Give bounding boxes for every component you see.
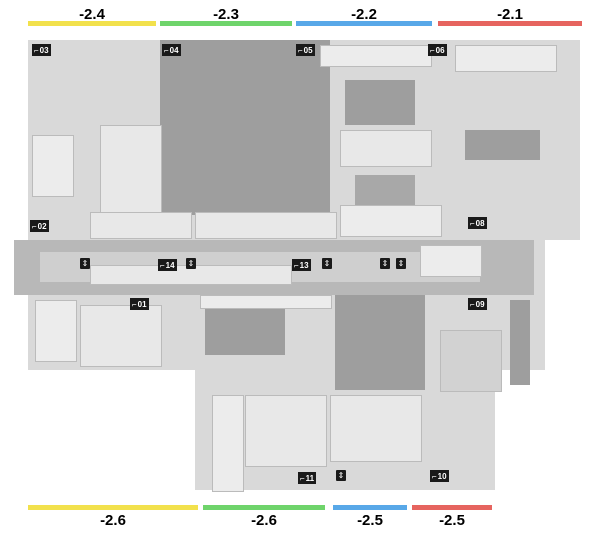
room-block-center-2 (340, 205, 442, 237)
elevator-icon: ⇕ (336, 470, 346, 481)
top-level-label-1: -2.3 (213, 6, 239, 23)
room-block-west-2 (35, 300, 77, 362)
elevator-icon: ⇕ (186, 258, 196, 269)
stairs-icon: ⌐ (430, 45, 435, 55)
top-level-bar-1 (160, 21, 292, 26)
stairs-icon: ⌐ (470, 299, 475, 309)
stairs-icon: ⌐ (132, 299, 137, 309)
elevator-icon: ⇕ (322, 258, 332, 269)
courtyard-center (345, 80, 415, 125)
stairs-label: 14 (165, 260, 175, 270)
top-level-label-2: -2.2 (351, 6, 377, 23)
stairs-02: ⌐02 (30, 220, 49, 232)
stairs-icon: ⌐ (432, 471, 437, 481)
stairs-13: ⌐13 (292, 259, 311, 271)
room-block-west-4 (100, 125, 162, 217)
stairs-05: ⌐05 (296, 44, 315, 56)
stairs-label: 02 (37, 221, 47, 231)
elevator-icon: ⇕ (380, 258, 390, 269)
room-block-west-1 (32, 135, 74, 197)
stairs-label: 03 (39, 45, 49, 55)
stairs-icon: ⌐ (300, 473, 305, 483)
bottom-level-label-3: -2.5 (439, 512, 465, 529)
elevator-icon: ⇕ (396, 258, 406, 269)
stairs-icon: ⌐ (298, 45, 303, 55)
top-level-bar-3 (438, 21, 582, 26)
room-block-south-1 (212, 395, 244, 492)
stairs-11: ⌐11 (298, 472, 317, 484)
stairs-label: 06 (435, 45, 445, 55)
bottom-level-label-1: -2.6 (251, 512, 277, 529)
stairs-01: ⌐01 (130, 298, 149, 310)
room-block-west-3 (80, 305, 162, 367)
stairs-label: 11 (305, 473, 315, 483)
stairs-icon: ⌐ (34, 45, 39, 55)
stairs-label: 09 (475, 299, 485, 309)
top-level-bar-0 (28, 21, 156, 26)
top-level-label-0: -2.4 (79, 6, 105, 23)
room-block-south-strip (200, 295, 332, 309)
room-block-corridor-south (195, 212, 337, 239)
bottom-level-label-2: -2.5 (357, 512, 383, 529)
room-block-corridor-west (90, 212, 192, 239)
stairs-10: ⌐10 (430, 470, 449, 482)
stairs-icon: ⌐ (164, 45, 169, 55)
room-block-south-3 (330, 395, 422, 462)
top-level-bar-2 (296, 21, 432, 26)
stairs-14: ⌐14 (158, 259, 177, 271)
stairs-icon: ⌐ (160, 260, 165, 270)
stairs-06: ⌐06 (428, 44, 447, 56)
stairs-icon: ⌐ (470, 218, 475, 228)
east-column (510, 300, 530, 385)
stairs-label: 10 (437, 471, 447, 481)
room-block-southeast (440, 330, 502, 392)
stairs-08: ⌐08 (468, 217, 487, 229)
bottom-level-label-0: -2.6 (100, 512, 126, 529)
bottom-level-bar-0 (28, 505, 198, 510)
stairs-label: 01 (137, 299, 147, 309)
top-level-label-3: -2.1 (497, 6, 523, 23)
bottom-level-bar-2 (333, 505, 407, 510)
courtyard-south-west (205, 300, 285, 355)
stairs-09: ⌐09 (468, 298, 487, 310)
stairs-icon: ⌐ (32, 221, 37, 231)
stairs-icon: ⌐ (294, 260, 299, 270)
bottom-level-bar-1 (203, 505, 325, 510)
stairs-label: 13 (299, 260, 309, 270)
room-block-north-2 (455, 45, 557, 72)
room-block-north-1 (320, 45, 432, 67)
room-block-center-1 (340, 130, 432, 167)
stairs-label: 08 (475, 218, 485, 228)
courtyard-south-east (335, 295, 425, 390)
stairs-label: 05 (303, 45, 313, 55)
room-block-east-strip (420, 245, 482, 277)
stairs-label: 04 (169, 45, 179, 55)
courtyard-north (160, 40, 330, 215)
elevator-icon: ⇕ (80, 258, 90, 269)
courtyard-east (465, 130, 540, 160)
stairs-03: ⌐03 (32, 44, 51, 56)
room-block-south-2 (245, 395, 327, 467)
bottom-level-bar-3 (412, 505, 492, 510)
stairs-04: ⌐04 (162, 44, 181, 56)
